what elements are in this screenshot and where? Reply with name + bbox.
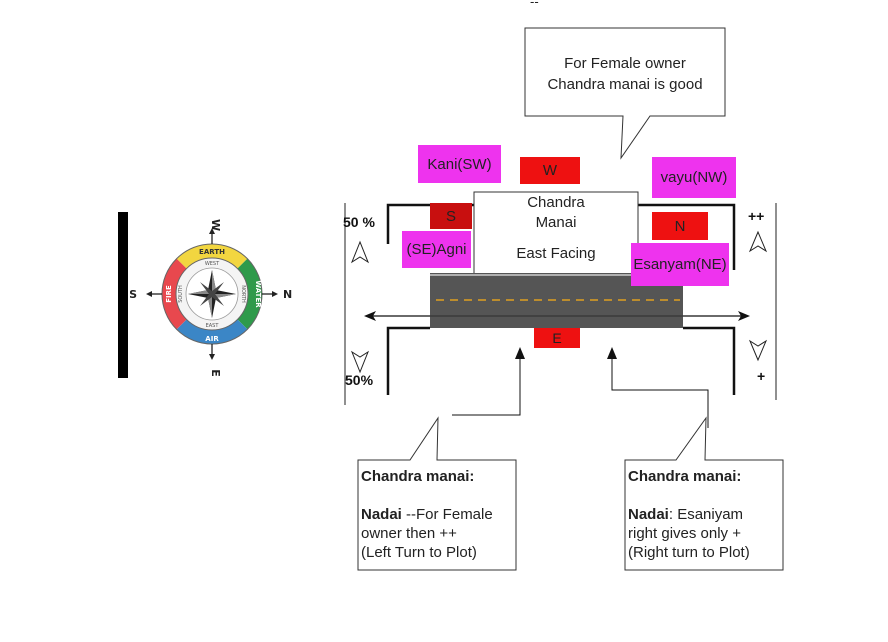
down-arrow-right-icon — [748, 339, 768, 362]
kani-sw-label: Kani(SW) — [418, 145, 501, 183]
left-note-text: Chandra manai: Nadai --For Female owner … — [361, 467, 513, 562]
west-label: W — [520, 157, 580, 184]
fire-label: FIRE — [165, 285, 173, 303]
plot-text: Chandra Manai East Facing — [474, 193, 638, 264]
right-note-bold: Nadai — [628, 506, 669, 523]
inner-east-label: EAST — [206, 323, 220, 329]
up-arrow-right-icon — [748, 230, 768, 253]
top-callout-box — [524, 27, 726, 160]
east-label: E — [534, 328, 580, 348]
percent-top: 50 % — [343, 214, 375, 230]
top-callout-line2: Chandra manai is good — [547, 76, 703, 93]
element-compass: EARTH AIR WATER FIRE WEST EAST NORTH SOU… — [130, 219, 292, 377]
inner-north-label: NORTH — [240, 285, 246, 303]
left-bottom-wall — [386, 326, 430, 395]
percent-bottom: 50% — [345, 372, 374, 388]
up-arrow-left-icon — [350, 240, 370, 264]
compass-s-letter: S — [130, 288, 137, 301]
left-note-rest3: (Left Turn to Plot) — [361, 544, 477, 561]
plot-line2: Manai — [535, 214, 577, 231]
left-turn-arrow — [452, 356, 521, 416]
down-arrow-left-icon — [350, 350, 370, 374]
air-label: AIR — [205, 335, 219, 343]
top-callout-text: For Female owner Chandra manai is good — [527, 53, 723, 95]
left-note-bold: Nadai — [361, 506, 402, 523]
right-note-rest1: : Esaniyam — [668, 506, 744, 523]
compass-sidebar-strip — [118, 212, 128, 378]
top-marker: -- — [530, 0, 539, 9]
vayu-nw-label: vayu(NW) — [652, 157, 736, 198]
plot-facing: East Facing — [516, 245, 596, 262]
chandra-manai-plot — [473, 191, 639, 279]
inner-west-label: WEST — [205, 261, 220, 267]
plus-bottom: + — [757, 368, 766, 384]
right-note-box — [624, 416, 784, 571]
north-label: N — [652, 212, 708, 240]
earth-label: EARTH — [199, 248, 225, 256]
left-note-rest1: --For Female — [401, 506, 493, 523]
left-note-title: Chandra manai: — [361, 468, 475, 485]
top-callout-line1: For Female owner — [564, 55, 686, 72]
plus-top: ++ — [748, 208, 765, 224]
compass-w-letter: W — [209, 219, 222, 231]
compass-n-letter: N — [283, 288, 292, 301]
left-note-rest2: owner then ++ — [361, 525, 457, 542]
right-note-rest2: right gives only + — [628, 525, 741, 542]
esanyam-ne-label: Esanyam(NE) — [631, 243, 729, 286]
water-label: WATER — [254, 280, 262, 308]
inner-south-label: SOUTH — [178, 285, 184, 303]
right-top-wall — [638, 203, 736, 270]
right-note-title: Chandra manai: — [628, 468, 742, 485]
left-note-box — [357, 416, 517, 571]
plot-line1: Chandra — [527, 194, 585, 211]
agni-se-label: (SE)Agni — [402, 231, 471, 268]
right-note-rest3: (Right turn to Plot) — [628, 544, 750, 561]
south-label: S — [430, 203, 472, 229]
compass-e-letter: E — [209, 369, 222, 377]
right-note-text: Chandra manai: Nadai: Esaniyam right giv… — [628, 467, 782, 562]
right-turn-arrow — [611, 356, 709, 428]
right-bottom-wall — [683, 326, 736, 395]
